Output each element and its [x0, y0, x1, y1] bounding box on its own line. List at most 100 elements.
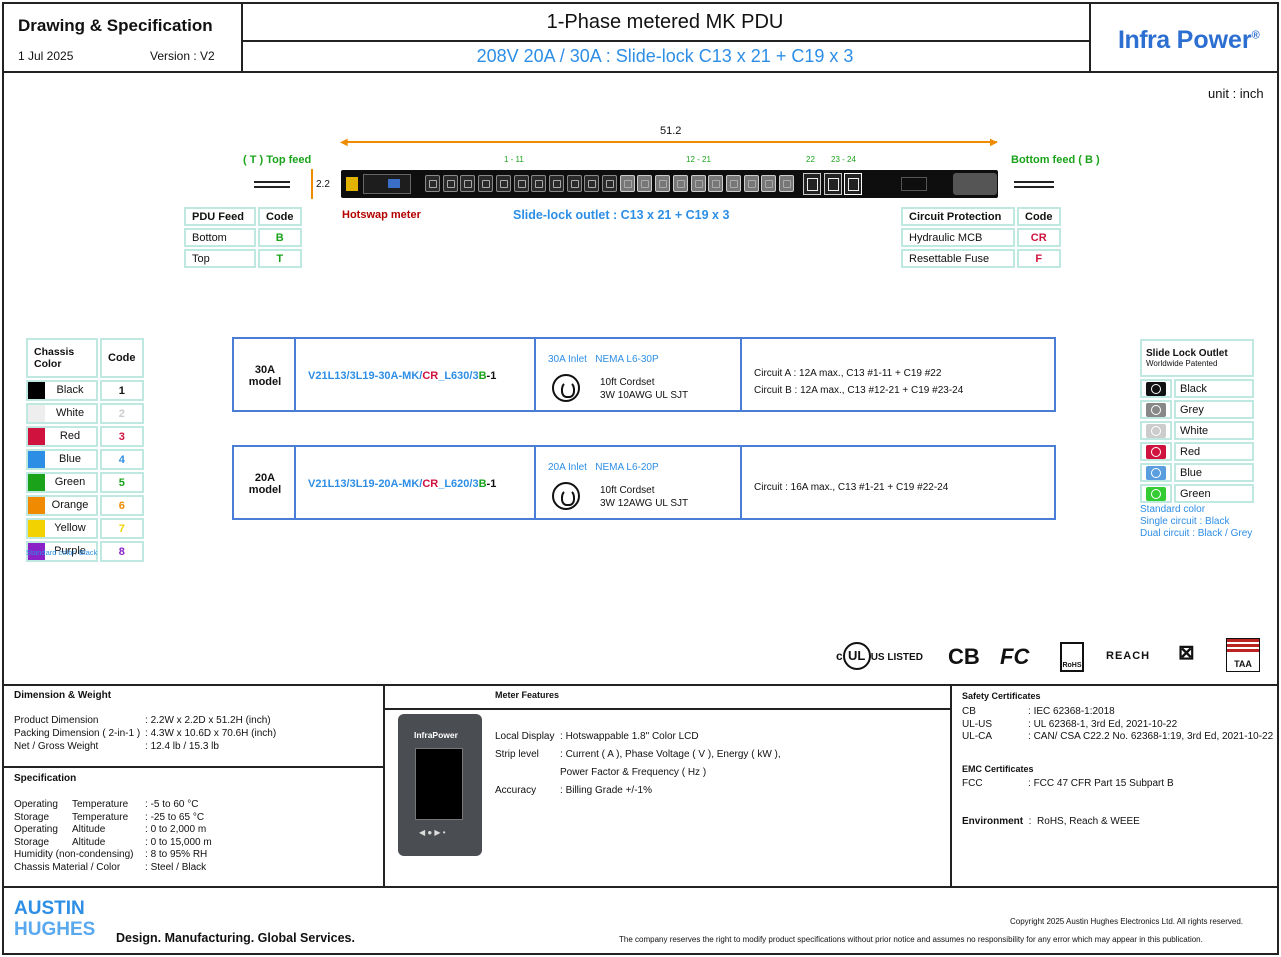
pdu-front-view: [341, 170, 998, 198]
slide-lock-color-name: White: [1174, 421, 1254, 440]
model-20a-inlet: 20A Inlet NEMA L6-20P: [548, 462, 659, 473]
length-value: 51.2: [660, 125, 682, 137]
top-feed-label: ( T ) Top feed: [243, 154, 312, 166]
infrapower-logo: Infra Power®: [1118, 26, 1260, 54]
pdu-feed-row: Bottom: [184, 228, 256, 247]
outlet-color-icon: [1146, 402, 1166, 417]
dim-value: : 4.3W x 10.6D x 70.6H (inch): [145, 728, 277, 739]
spec-key: Operating: [14, 799, 58, 810]
meter-module-image: InfraPower ◀ ● ▶ •: [398, 714, 482, 856]
meter-value: : Hotswappable 1.8" Color LCD: [560, 731, 699, 742]
chassis-code: 1: [100, 380, 144, 401]
group-1-label: 1 - 11: [504, 155, 524, 164]
chassis-code: 5: [100, 472, 144, 493]
meter-brand: InfraPower: [414, 730, 458, 740]
fcc-logo: FC: [1000, 644, 1030, 669]
spec-key: Chassis Material / Color: [14, 862, 121, 873]
c13-outlet-11: [602, 175, 617, 192]
meter-buttons[interactable]: ◀ ● ▶ •: [419, 828, 446, 837]
footer-tagline: Design. Manufacturing. Global Services.: [116, 931, 355, 945]
slide-lock-color-name: Green: [1174, 484, 1254, 503]
chassis-code: 4: [100, 449, 144, 470]
c13-outlet-1: [425, 175, 440, 192]
c13-outlet-12: [619, 175, 635, 192]
color-swatch: [28, 543, 45, 560]
taa-logo: TAA: [1226, 638, 1260, 672]
pdu-feed-code-header: Code: [258, 207, 302, 226]
circuit-protection-header: Circuit Protection: [901, 207, 1015, 226]
c19-outlet-23: [824, 173, 842, 195]
circuit-code-header: Code: [1017, 207, 1061, 226]
emc-value: : FCC 47 CFR Part 15 Subpart B: [1028, 778, 1174, 789]
chassis-note: Standard color: Black: [26, 548, 98, 557]
dimension-title: Dimension & Weight: [14, 690, 112, 701]
slide-lock-color-name: Black: [1174, 379, 1254, 398]
chassis-color-name: Purple: [54, 545, 86, 558]
warning-label-icon: [346, 177, 358, 191]
dim-value: : 2.2W x 2.2D x 51.2H (inch): [145, 715, 271, 726]
rohs-logo: RoHS: [1060, 642, 1084, 672]
c13-outlet-2: [442, 175, 458, 192]
spec-key: Storage: [14, 836, 50, 848]
model-30a-inlet: 30A Inlet NEMA L6-30P: [548, 354, 659, 365]
slide-lock-row: Grey: [1140, 400, 1254, 419]
chassis-row: Orange 6: [26, 495, 144, 516]
safety-key: UL-CA: [962, 731, 993, 742]
spec-key: Humidity (non-condensing): [14, 849, 134, 861]
dim-value: : 12.4 lb / 15.3 lb: [145, 741, 219, 752]
safety-value: : UL 62368-1, 3rd Ed, 2021-10-22: [1028, 718, 1178, 730]
doc-title: Drawing & Specification: [18, 16, 213, 35]
safety-key: CB: [962, 706, 976, 717]
circuit-row: Resettable Fuse: [901, 249, 1015, 268]
c13-outlet-4: [478, 175, 494, 192]
emc-title: EMC Certificates: [962, 764, 1034, 774]
model-20a-part-number: V21L13/3L19-20A-MK/CR_L620/3B-1: [308, 478, 497, 490]
spec-value: : 8 to 95% RH: [145, 849, 208, 861]
group-3-label: 22: [806, 155, 815, 164]
emc-key: FCC: [962, 778, 983, 789]
slide-lock-color-name: Grey: [1174, 400, 1254, 419]
chassis-code: 6: [100, 495, 144, 516]
depth-dimension-line: [311, 169, 313, 199]
c13-outlet-3: [460, 175, 476, 192]
c13-outlet-18: [725, 175, 741, 192]
chassis-color-name: Black: [56, 384, 84, 397]
hotswap-meter[interactable]: [363, 174, 411, 194]
slide-lock-color-name: Red: [1174, 442, 1254, 461]
chassis-row: Red 3: [26, 426, 144, 447]
doc-version: Version : V2: [150, 49, 215, 63]
c19-outlet-22: [803, 173, 821, 195]
chassis-color-name: Orange: [51, 499, 89, 512]
doc-date: 1 Jul 2025: [18, 49, 74, 63]
outlet-color-icon: [1146, 444, 1166, 459]
spec-value: : -25 to 65 °C: [145, 811, 205, 823]
meter-lcd-screen: [415, 748, 463, 820]
pdu-feed-code: B: [258, 228, 302, 247]
chassis-code: 3: [100, 426, 144, 447]
slide-lock-row: Red: [1140, 442, 1254, 461]
safety-value: : IEC 62368-1:2018: [1028, 706, 1115, 717]
chassis-color-name: Red: [59, 430, 81, 443]
spec-key: Operating: [14, 824, 58, 836]
c19-outlet-24: [844, 173, 862, 195]
color-swatch: [28, 520, 45, 537]
spec-key2: Temperature: [72, 811, 129, 823]
weee-bin-icon: ⊠: [1178, 642, 1195, 664]
c13-outlet-5: [495, 175, 511, 192]
spec-value: : 0 to 15,000 m: [145, 836, 212, 848]
nema-l6-20p-icon: [552, 482, 580, 510]
color-swatch: [28, 451, 45, 468]
spec-key2: Altitude: [72, 836, 106, 848]
